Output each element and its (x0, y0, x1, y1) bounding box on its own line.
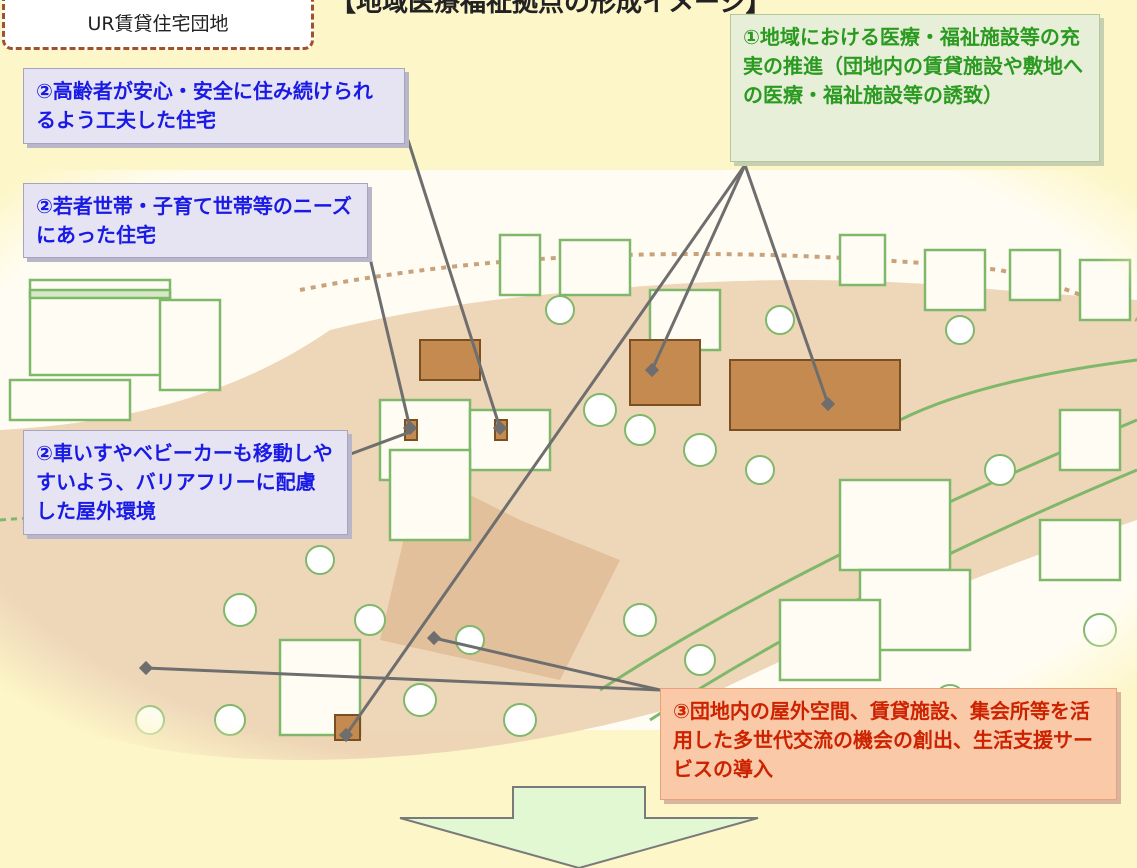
ur-housing-tag: UR賃貸住宅団地 (2, 0, 314, 50)
callout-young-family-housing: ②若者世帯・子育て世帯等のニーズにあった住宅 (23, 183, 368, 258)
callout-barrier-free: ②車いすやベビーカーも移動しやすいよう、バリアフリーに配慮した屋外環境 (23, 430, 348, 535)
callout-medical-welfare: ①地域における医療・福祉施設等の充実の推進（団地内の賃貸施設や敷地への医療・福祉… (730, 14, 1100, 162)
callout-elderly-housing: ②高齢者が安心・安全に住み続けられるよう工夫した住宅 (23, 68, 405, 144)
page-title: 【地域医療福祉拠点の形成イメージ】 (330, 0, 772, 18)
ur-housing-label: UR賃貸住宅団地 (87, 13, 229, 35)
pointer-markers (138, 362, 836, 743)
pointer-lines (145, 139, 830, 736)
callout-multigeneration: ③団地内の屋外空間、賃貸施設、集会所等を活用した多世代交流の機会の創出、生活支援… (660, 688, 1117, 800)
